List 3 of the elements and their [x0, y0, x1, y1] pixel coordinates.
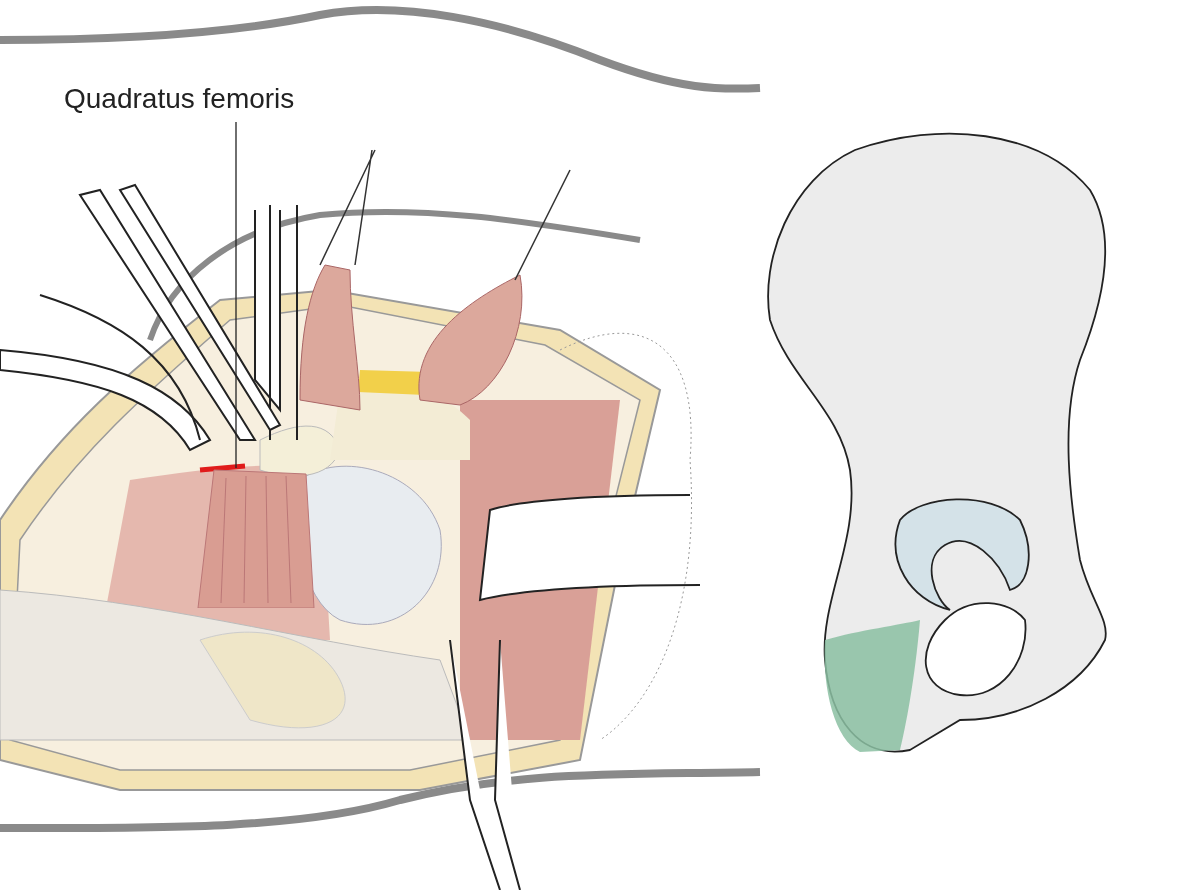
structure-label: Quadratus femoris — [64, 82, 295, 116]
muscle-area — [196, 468, 316, 608]
leader-line — [235, 121, 237, 469]
